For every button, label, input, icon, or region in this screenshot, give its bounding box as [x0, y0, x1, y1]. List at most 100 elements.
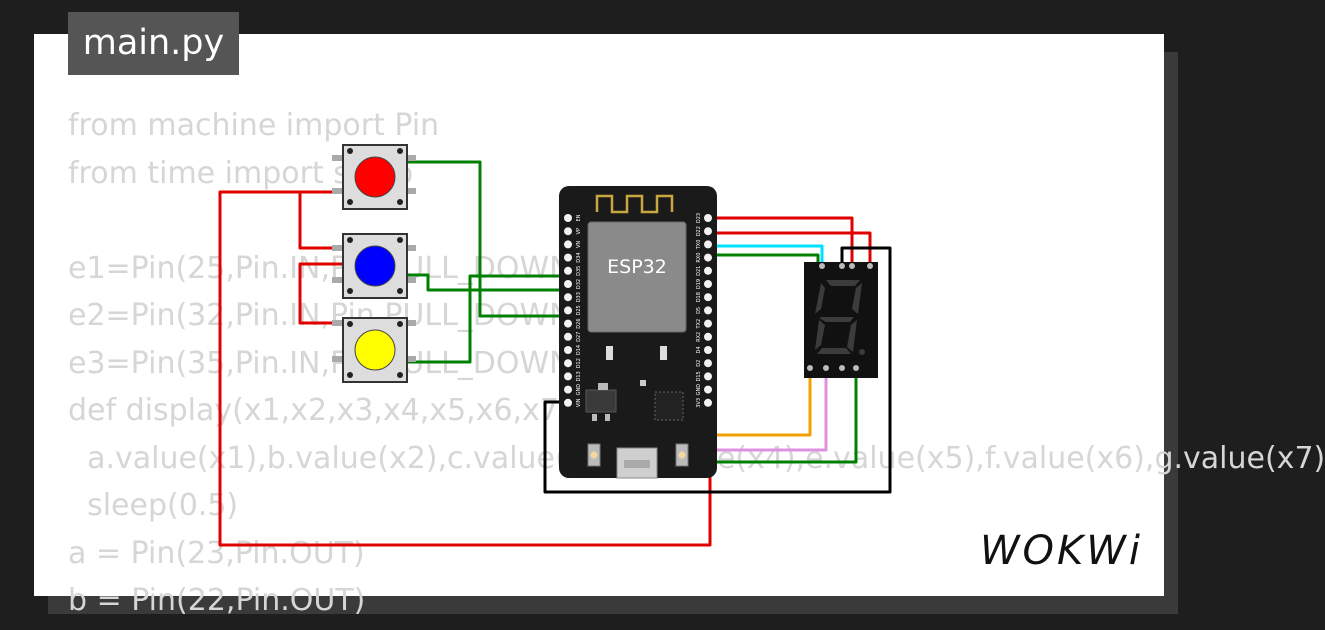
pin-tx0[interactable]	[704, 240, 712, 249]
usb-uart-chip	[654, 391, 684, 421]
segment-g	[819, 317, 854, 322]
code-line: b = Pin(22,Pin.OUT)	[68, 583, 366, 618]
code-line: sleep(0.5)	[68, 488, 239, 523]
pin-d4[interactable]	[704, 346, 712, 354]
pin-vin[interactable]	[564, 398, 572, 407]
pin-label: D15	[696, 371, 702, 381]
pin-label: D23	[696, 213, 702, 223]
pin-label: EN	[576, 214, 582, 221]
pin-d25[interactable]	[564, 306, 572, 315]
pin-d34[interactable]	[564, 253, 572, 262]
pin-d15[interactable]	[704, 372, 712, 381]
pin-d33[interactable]	[564, 293, 572, 302]
pin-d32[interactable]	[564, 280, 572, 288]
pin-d13[interactable]	[564, 372, 572, 381]
segment-a	[826, 280, 860, 286]
pin-d14[interactable]	[564, 346, 572, 354]
code-line: e3=Pin(35,Pin.IN,Pin.PULL_DOWN)	[68, 345, 584, 381]
pin-label: RX2	[696, 332, 702, 342]
code-line: e1=Pin(25,Pin.IN,Pin.PULL_DOWN)	[68, 250, 584, 286]
pin-gnd[interactable]	[564, 385, 572, 394]
pin-label: GND	[696, 384, 702, 396]
pin-label: VP	[576, 228, 582, 234]
pin-3v3[interactable]	[704, 398, 712, 407]
pin-d26[interactable]	[564, 319, 572, 328]
pin-gnd[interactable]	[704, 385, 712, 394]
pin-label: D14	[576, 345, 582, 355]
pin-label: D5	[696, 307, 702, 314]
code-line: def display(x1,x2,x3,x4,x5,x6,x7):	[68, 393, 581, 428]
pin-en[interactable]	[564, 214, 572, 222]
wire-red-d23	[711, 216, 854, 264]
pin-d19[interactable]	[704, 280, 712, 288]
pin-label: D32	[576, 279, 582, 289]
wire-green-btn3	[405, 274, 568, 364]
seven-segment-display[interactable]	[804, 262, 878, 378]
wire-black-ground	[543, 246, 892, 494]
wire-green-btn1	[405, 160, 568, 318]
pin-label: VIN	[576, 398, 582, 407]
segment-b	[852, 283, 862, 314]
pin-rx2[interactable]	[704, 332, 712, 341]
pin-label: TX0	[696, 240, 702, 251]
pin-label: D13	[576, 371, 582, 381]
left-pin-header: ENVPVND34D35D32D33D25D26D27D14D12D13GNDV…	[564, 214, 582, 407]
code-line: a = Pin(23,Pin.OUT)	[68, 535, 365, 571]
pin-label: GND	[576, 384, 582, 396]
chip-label: ESP32	[607, 256, 667, 278]
pin-label: D33	[576, 292, 582, 302]
pin-vn[interactable]	[564, 240, 572, 249]
pin-d22[interactable]	[704, 227, 712, 236]
pin-label: D22	[696, 226, 702, 236]
pin-d23[interactable]	[704, 214, 712, 222]
segment-dp	[859, 349, 865, 355]
pin-label: D12	[576, 358, 582, 368]
wire-red-btn1-btn2	[298, 190, 345, 250]
segment-d	[817, 348, 851, 354]
pin-rx0[interactable]	[704, 253, 712, 262]
filename-tab[interactable]: main.py	[68, 12, 239, 75]
pin-label: D34	[576, 252, 582, 262]
pin-label: D18	[696, 292, 702, 302]
wire-green-btn2	[405, 273, 568, 292]
pin-d2[interactable]	[704, 359, 712, 368]
pin-label: D4	[696, 346, 702, 353]
segment-c	[847, 320, 857, 352]
pin-label: D19	[696, 279, 702, 289]
pin-d12[interactable]	[564, 359, 572, 368]
push-button-blue[interactable]	[332, 233, 416, 299]
antenna-trace	[595, 194, 674, 214]
wire-green-bottom	[709, 368, 858, 464]
voltage-regulator	[585, 389, 617, 413]
segment-f	[815, 283, 825, 314]
pin-label: RX0	[696, 253, 702, 263]
wire-green-display	[704, 253, 820, 360]
pin-d21[interactable]	[704, 266, 712, 275]
wire-red-d22	[711, 231, 872, 264]
circuit-diagram[interactable]: ESP32 ENVPVND34D35D32D33D25D26D27D14D12D…	[0, 0, 1200, 630]
push-button-yellow[interactable]	[332, 317, 416, 383]
pin-d35[interactable]	[564, 266, 572, 275]
pin-tx2[interactable]	[704, 319, 712, 328]
pin-vp[interactable]	[564, 227, 572, 236]
esp32-chip	[587, 221, 687, 333]
pin-label: D2	[696, 360, 702, 367]
push-button-red[interactable]	[332, 144, 416, 210]
segment-e	[815, 320, 825, 350]
wire-orange	[706, 368, 812, 437]
pin-d27[interactable]	[564, 332, 572, 341]
pin-label: D25	[576, 305, 582, 315]
pin-d5[interactable]	[704, 306, 712, 315]
pin-label: D26	[576, 318, 582, 328]
pin-label: D35	[576, 266, 582, 276]
code-line: from machine import Pin	[68, 108, 440, 143]
pin-d18[interactable]	[704, 293, 712, 302]
pin-label: 3V3	[696, 398, 702, 408]
esp32-board[interactable]: ESP32 ENVPVND34D35D32D33D25D26D27D14D12D…	[559, 186, 717, 479]
pin-label: VN	[576, 241, 582, 248]
pin-label: D21	[696, 266, 702, 276]
pin-label: TX2	[696, 319, 702, 330]
wire-red-btn2-btn3	[298, 262, 345, 325]
wokwi-logo: WOKWi	[980, 528, 1143, 574]
